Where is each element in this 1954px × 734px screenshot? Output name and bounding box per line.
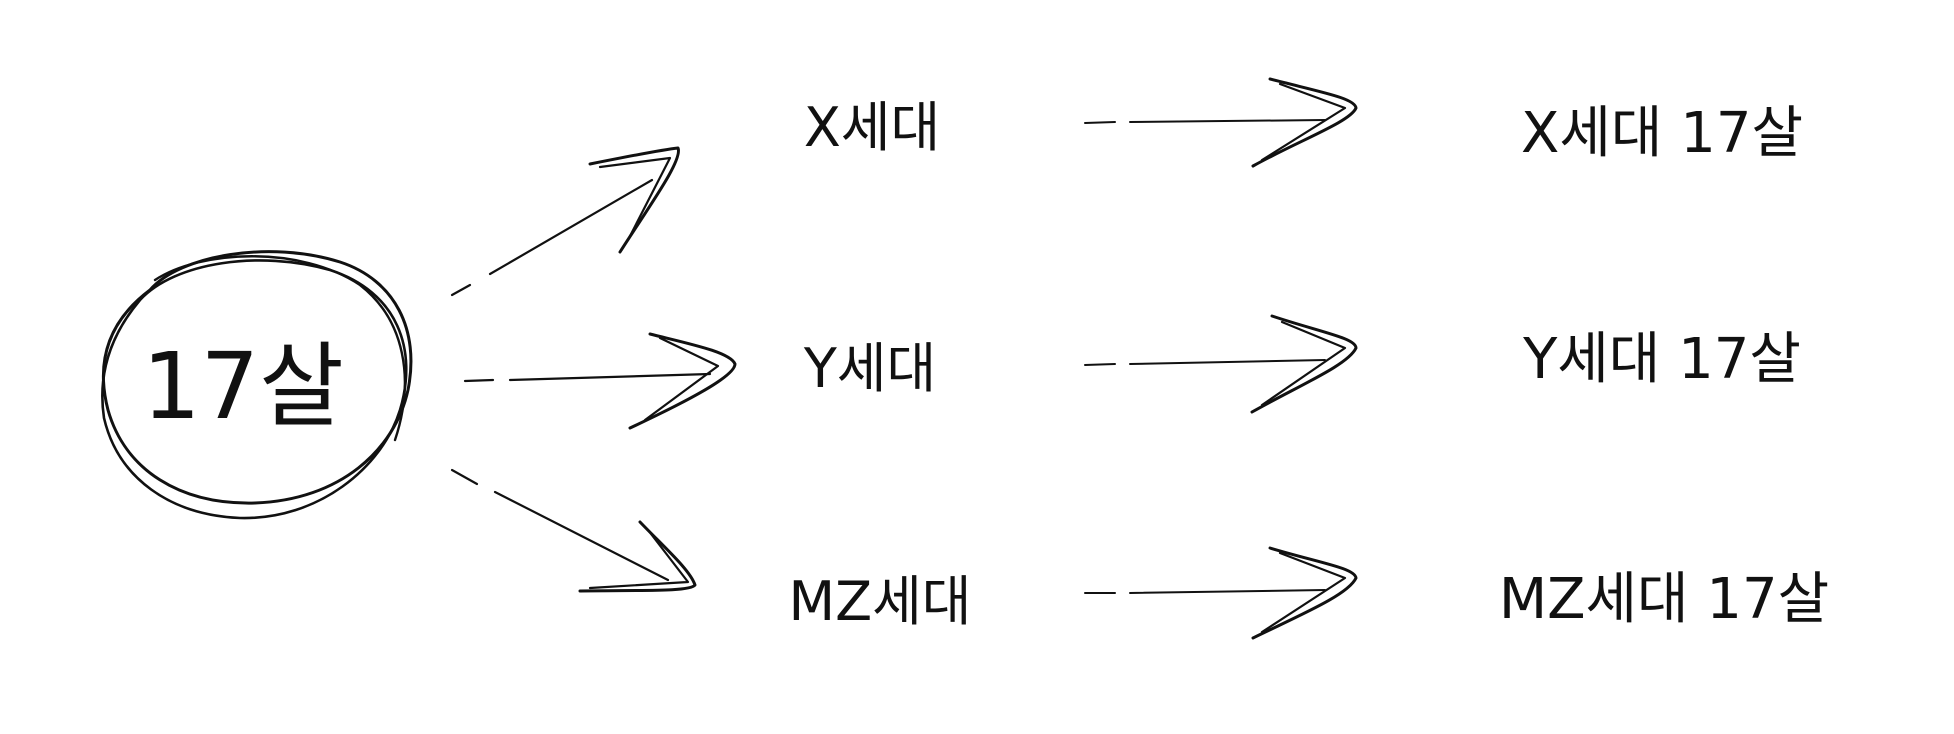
arrow-to-x-generation (450, 146, 680, 297)
arrow-x-to-result (1084, 77, 1358, 168)
center-node: 17살 (101, 250, 413, 520)
arrow-to-mz-generation (450, 468, 697, 593)
center-circle-stroke-3 (153, 255, 406, 442)
result-label-y: Y세대 17살 (1522, 327, 1801, 392)
fan-arrows (450, 146, 737, 593)
center-circle-stroke-1 (101, 250, 413, 505)
generation-label-y: Y세대 (803, 337, 936, 400)
center-circle-stroke-2 (101, 259, 408, 520)
generation-label-x: X세대 (804, 96, 940, 159)
arrow-y-to-result (1084, 314, 1358, 414)
result-labels: X세대 17살 Y세대 17살 MZ세대 17살 (1499, 101, 1829, 632)
result-label-x: X세대 17살 (1521, 101, 1803, 166)
generation-label-mz: MZ세대 (789, 570, 972, 633)
result-arrows (1084, 77, 1358, 640)
generation-labels: X세대 Y세대 MZ세대 (789, 96, 972, 633)
arrow-to-y-generation (463, 332, 737, 430)
result-label-mz: MZ세대 17살 (1499, 567, 1829, 632)
center-label: 17살 (142, 333, 344, 440)
arrow-mz-to-result (1084, 546, 1358, 640)
